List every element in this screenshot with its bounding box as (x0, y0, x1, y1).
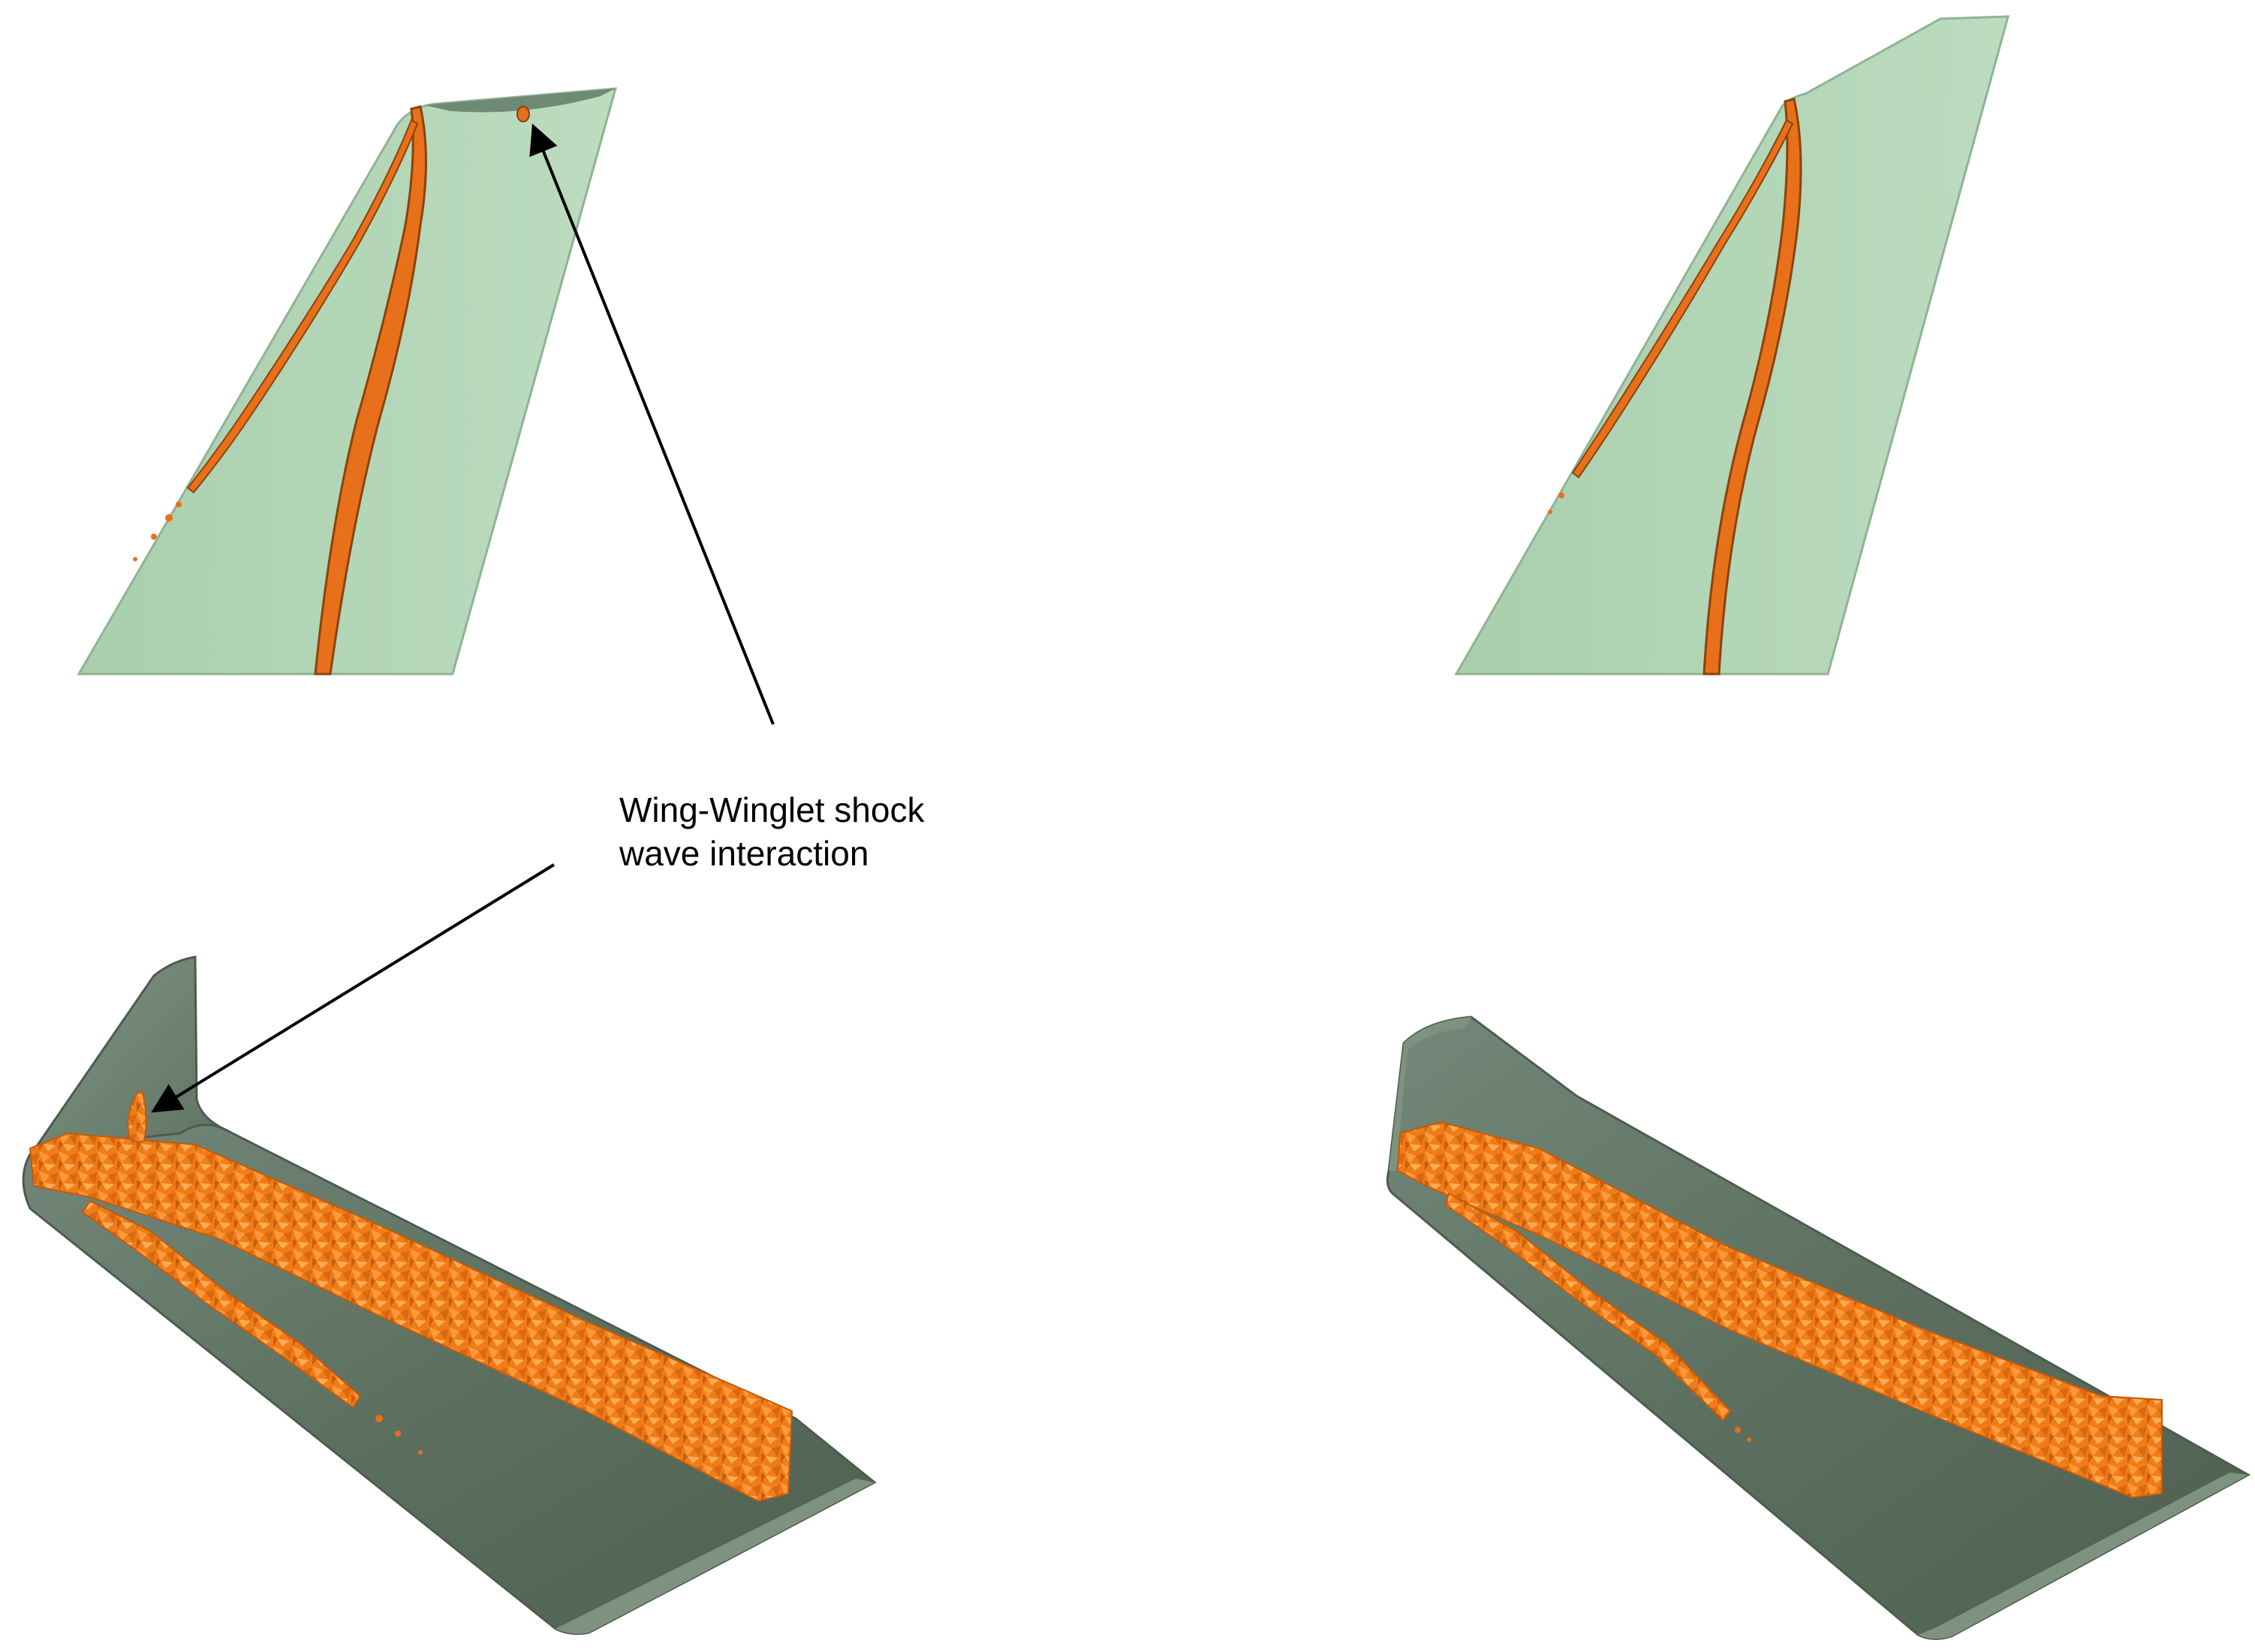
annotation-line-2: wave interaction (619, 834, 869, 873)
shock-main (1703, 98, 1802, 676)
shock-fragments (1735, 1427, 1751, 1442)
annotation-arrow-top (529, 123, 775, 725)
shock-fragments (133, 501, 182, 561)
shock-leading-edge (1571, 119, 1794, 479)
winglet-shock-spot (126, 1091, 147, 1143)
shock-fragments (1548, 492, 1564, 514)
wing-tip (1389, 1017, 1471, 1171)
wing-surface (77, 87, 618, 676)
panel-bottom-right (1386, 1016, 2251, 1640)
winglet-edge (424, 89, 616, 113)
panel-top-left (77, 87, 618, 676)
shock-fragments (375, 1415, 423, 1455)
shock-leading-edge (186, 119, 419, 494)
shock-leading-edge (1444, 1192, 1732, 1422)
annotation-label: Wing-Winglet shock wave interaction (619, 788, 924, 875)
wing-trailing-edge (1918, 1473, 2248, 1639)
wing-surface (1454, 15, 2010, 676)
panel-top-right (1454, 15, 2010, 676)
annotation-line-1: Wing-Winglet shock (619, 790, 925, 829)
shock-main (29, 1132, 793, 1503)
shock-main (314, 105, 427, 676)
annotation-arrow-bottom (151, 863, 555, 1113)
wing-trailing-edge (555, 1479, 875, 1634)
shock-leading-edge (81, 1199, 362, 1409)
winglet-shock-spot (516, 106, 530, 122)
panel-bottom-left (22, 955, 877, 1635)
